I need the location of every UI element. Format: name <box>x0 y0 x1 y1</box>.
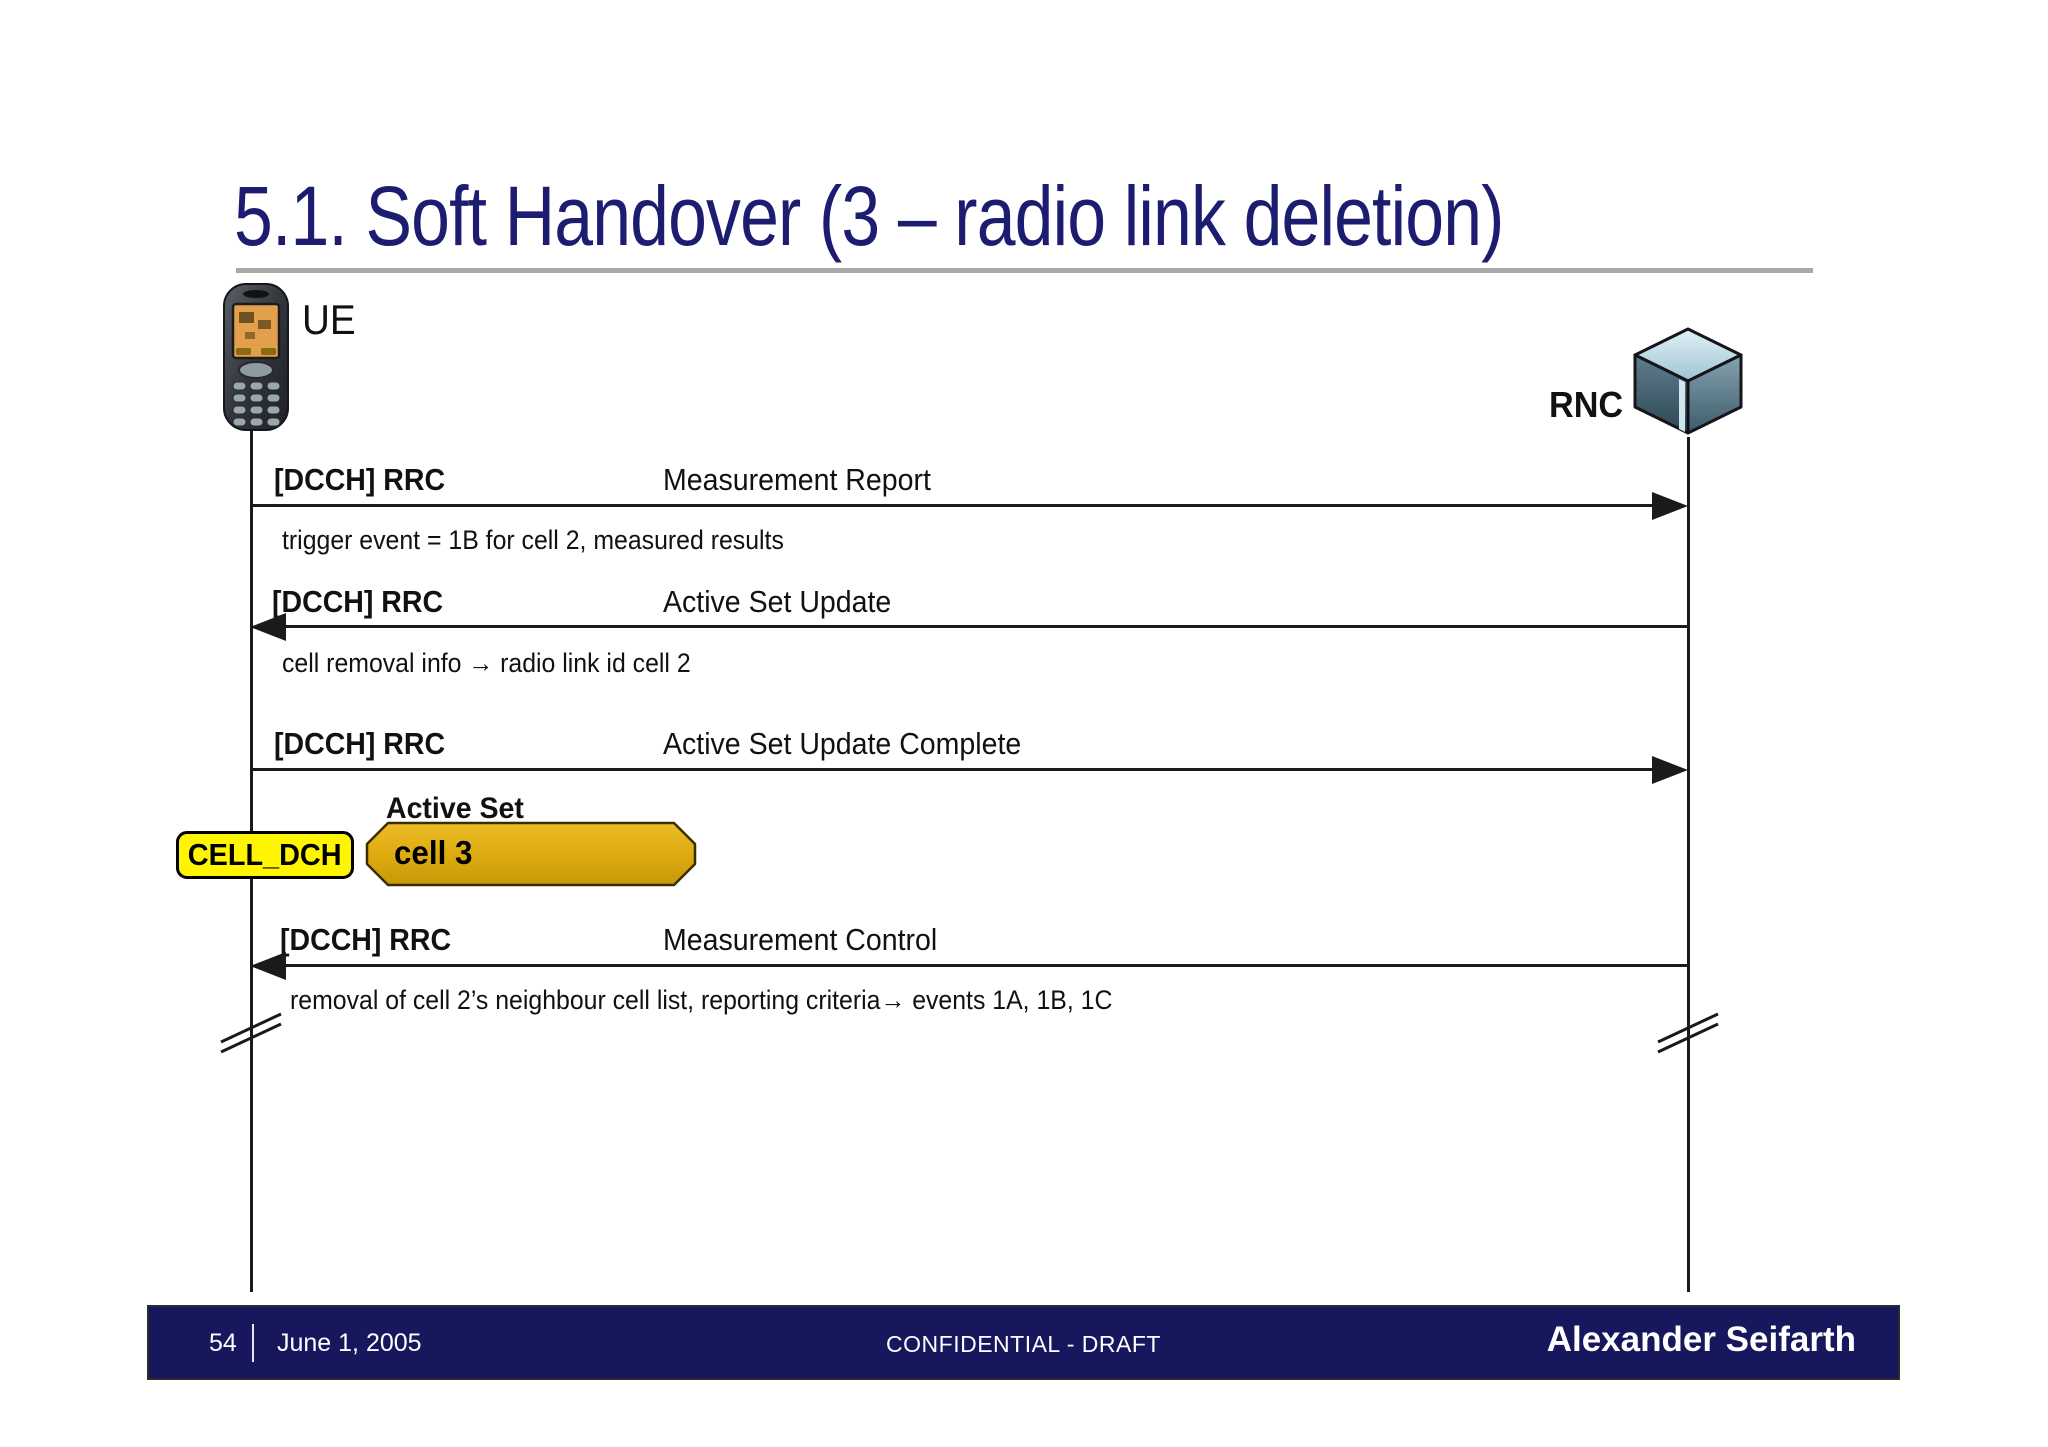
actor-label-rnc: RNC <box>1549 384 1624 425</box>
message-note: cell removal info → radio link id cell 2 <box>282 648 691 678</box>
active-set-cell-label: cell 3 <box>394 834 473 871</box>
footer-date: June 1, 2005 <box>277 1329 422 1357</box>
actor-label-ue: UE <box>302 296 356 343</box>
footer-classification: CONFIDENTIAL - DRAFT <box>886 1331 1161 1357</box>
left-arrowhead-icon <box>250 613 286 641</box>
message-line <box>252 768 1653 771</box>
message-note: trigger event = 1B for cell 2, measured … <box>282 525 784 555</box>
right-arrowhead-icon <box>1652 492 1688 520</box>
lifeline-break-icon <box>1657 1012 1719 1054</box>
message-note: removal of cell 2’s neighbour cell list,… <box>290 985 1113 1015</box>
message-name: Measurement Report <box>663 462 931 497</box>
message-channel: [DCCH] RRC <box>274 462 446 497</box>
message-name: Measurement Control <box>663 922 938 957</box>
active-set-cell-badge <box>365 821 697 887</box>
message-channel: [DCCH] RRC <box>274 726 446 761</box>
page-title: 5.1. Soft Handover (3 – radio link delet… <box>234 169 1504 263</box>
rrc-state-label: CELL_DCH <box>188 837 342 872</box>
message-channel: [DCCH] RRC <box>280 922 452 957</box>
right-arrowhead-icon <box>1652 756 1688 784</box>
message-name: Active Set Update Complete <box>663 726 1022 761</box>
message-line <box>285 964 1688 967</box>
title-divider <box>236 268 1813 273</box>
network-cube-icon <box>1633 327 1743 435</box>
rnc-lifeline <box>1687 437 1690 1292</box>
message-line <box>285 625 1688 628</box>
footer-separator <box>252 1324 254 1362</box>
rrc-state-badge: CELL_DCH <box>176 831 354 879</box>
message-name: Active Set Update <box>663 584 892 619</box>
footer-bar: 54 June 1, 2005 CONFIDENTIAL - DRAFT Ale… <box>147 1305 1900 1380</box>
message-channel: [DCCH] RRC <box>272 584 444 619</box>
message-line <box>252 504 1653 507</box>
active-set-label: Active Set <box>386 792 524 825</box>
footer-author: Alexander Seifarth <box>1546 1320 1856 1359</box>
page-number: 54 <box>209 1329 237 1357</box>
lifeline-break-icon <box>220 1012 282 1054</box>
left-arrowhead-icon <box>250 952 286 980</box>
mobile-phone-icon <box>223 283 289 431</box>
